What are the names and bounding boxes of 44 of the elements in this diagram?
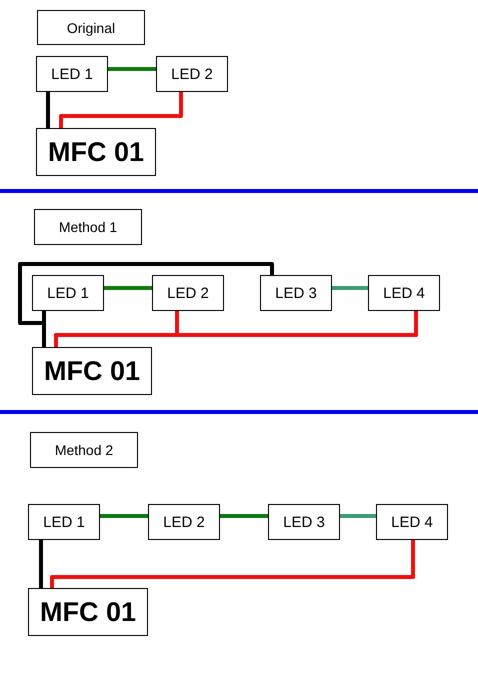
wire — [332, 286, 368, 290]
wire — [54, 311, 418, 347]
section-title-box — [37, 10, 145, 45]
box-label: LED 3 — [283, 514, 325, 530]
box-label: Method 1 — [58, 220, 118, 234]
box-label: LED 1 — [51, 66, 93, 82]
box-label: LED 2 — [167, 286, 209, 300]
box-label: LED 2 — [171, 66, 213, 82]
wire — [59, 92, 183, 128]
wire — [46, 92, 50, 128]
led-box — [148, 504, 220, 540]
box-label: LED 2 — [163, 514, 205, 530]
led-box — [28, 504, 100, 540]
wire — [340, 514, 376, 518]
box-label: Method 2 — [54, 443, 114, 457]
controller-box — [28, 588, 148, 636]
section-title-box — [30, 432, 138, 468]
controller-box — [36, 128, 156, 176]
box-label: MFC 01 — [44, 358, 140, 384]
wire — [50, 540, 415, 588]
box-label: MFC 01 — [48, 138, 144, 166]
led-box — [36, 56, 108, 92]
led-box — [260, 275, 332, 311]
controller-box — [32, 347, 152, 395]
wire — [220, 514, 268, 518]
wire — [39, 540, 43, 588]
box-label: LED 1 — [47, 286, 89, 300]
led-box — [152, 275, 224, 311]
led-box — [156, 56, 228, 92]
wire — [100, 514, 148, 518]
wire — [104, 286, 152, 290]
led-box — [32, 275, 104, 311]
led-box — [368, 275, 440, 311]
box-label: LED 4 — [383, 286, 425, 300]
box-label: LED 3 — [275, 286, 317, 300]
led-box — [376, 504, 448, 540]
box-label: LED 1 — [43, 514, 85, 530]
box-label: LED 4 — [391, 514, 433, 530]
box-label: MFC 01 — [40, 598, 136, 626]
section-title-box — [34, 209, 142, 245]
box-label: Original — [66, 20, 116, 34]
led-box — [268, 504, 340, 540]
wire — [108, 67, 156, 71]
wire — [18, 262, 274, 347]
